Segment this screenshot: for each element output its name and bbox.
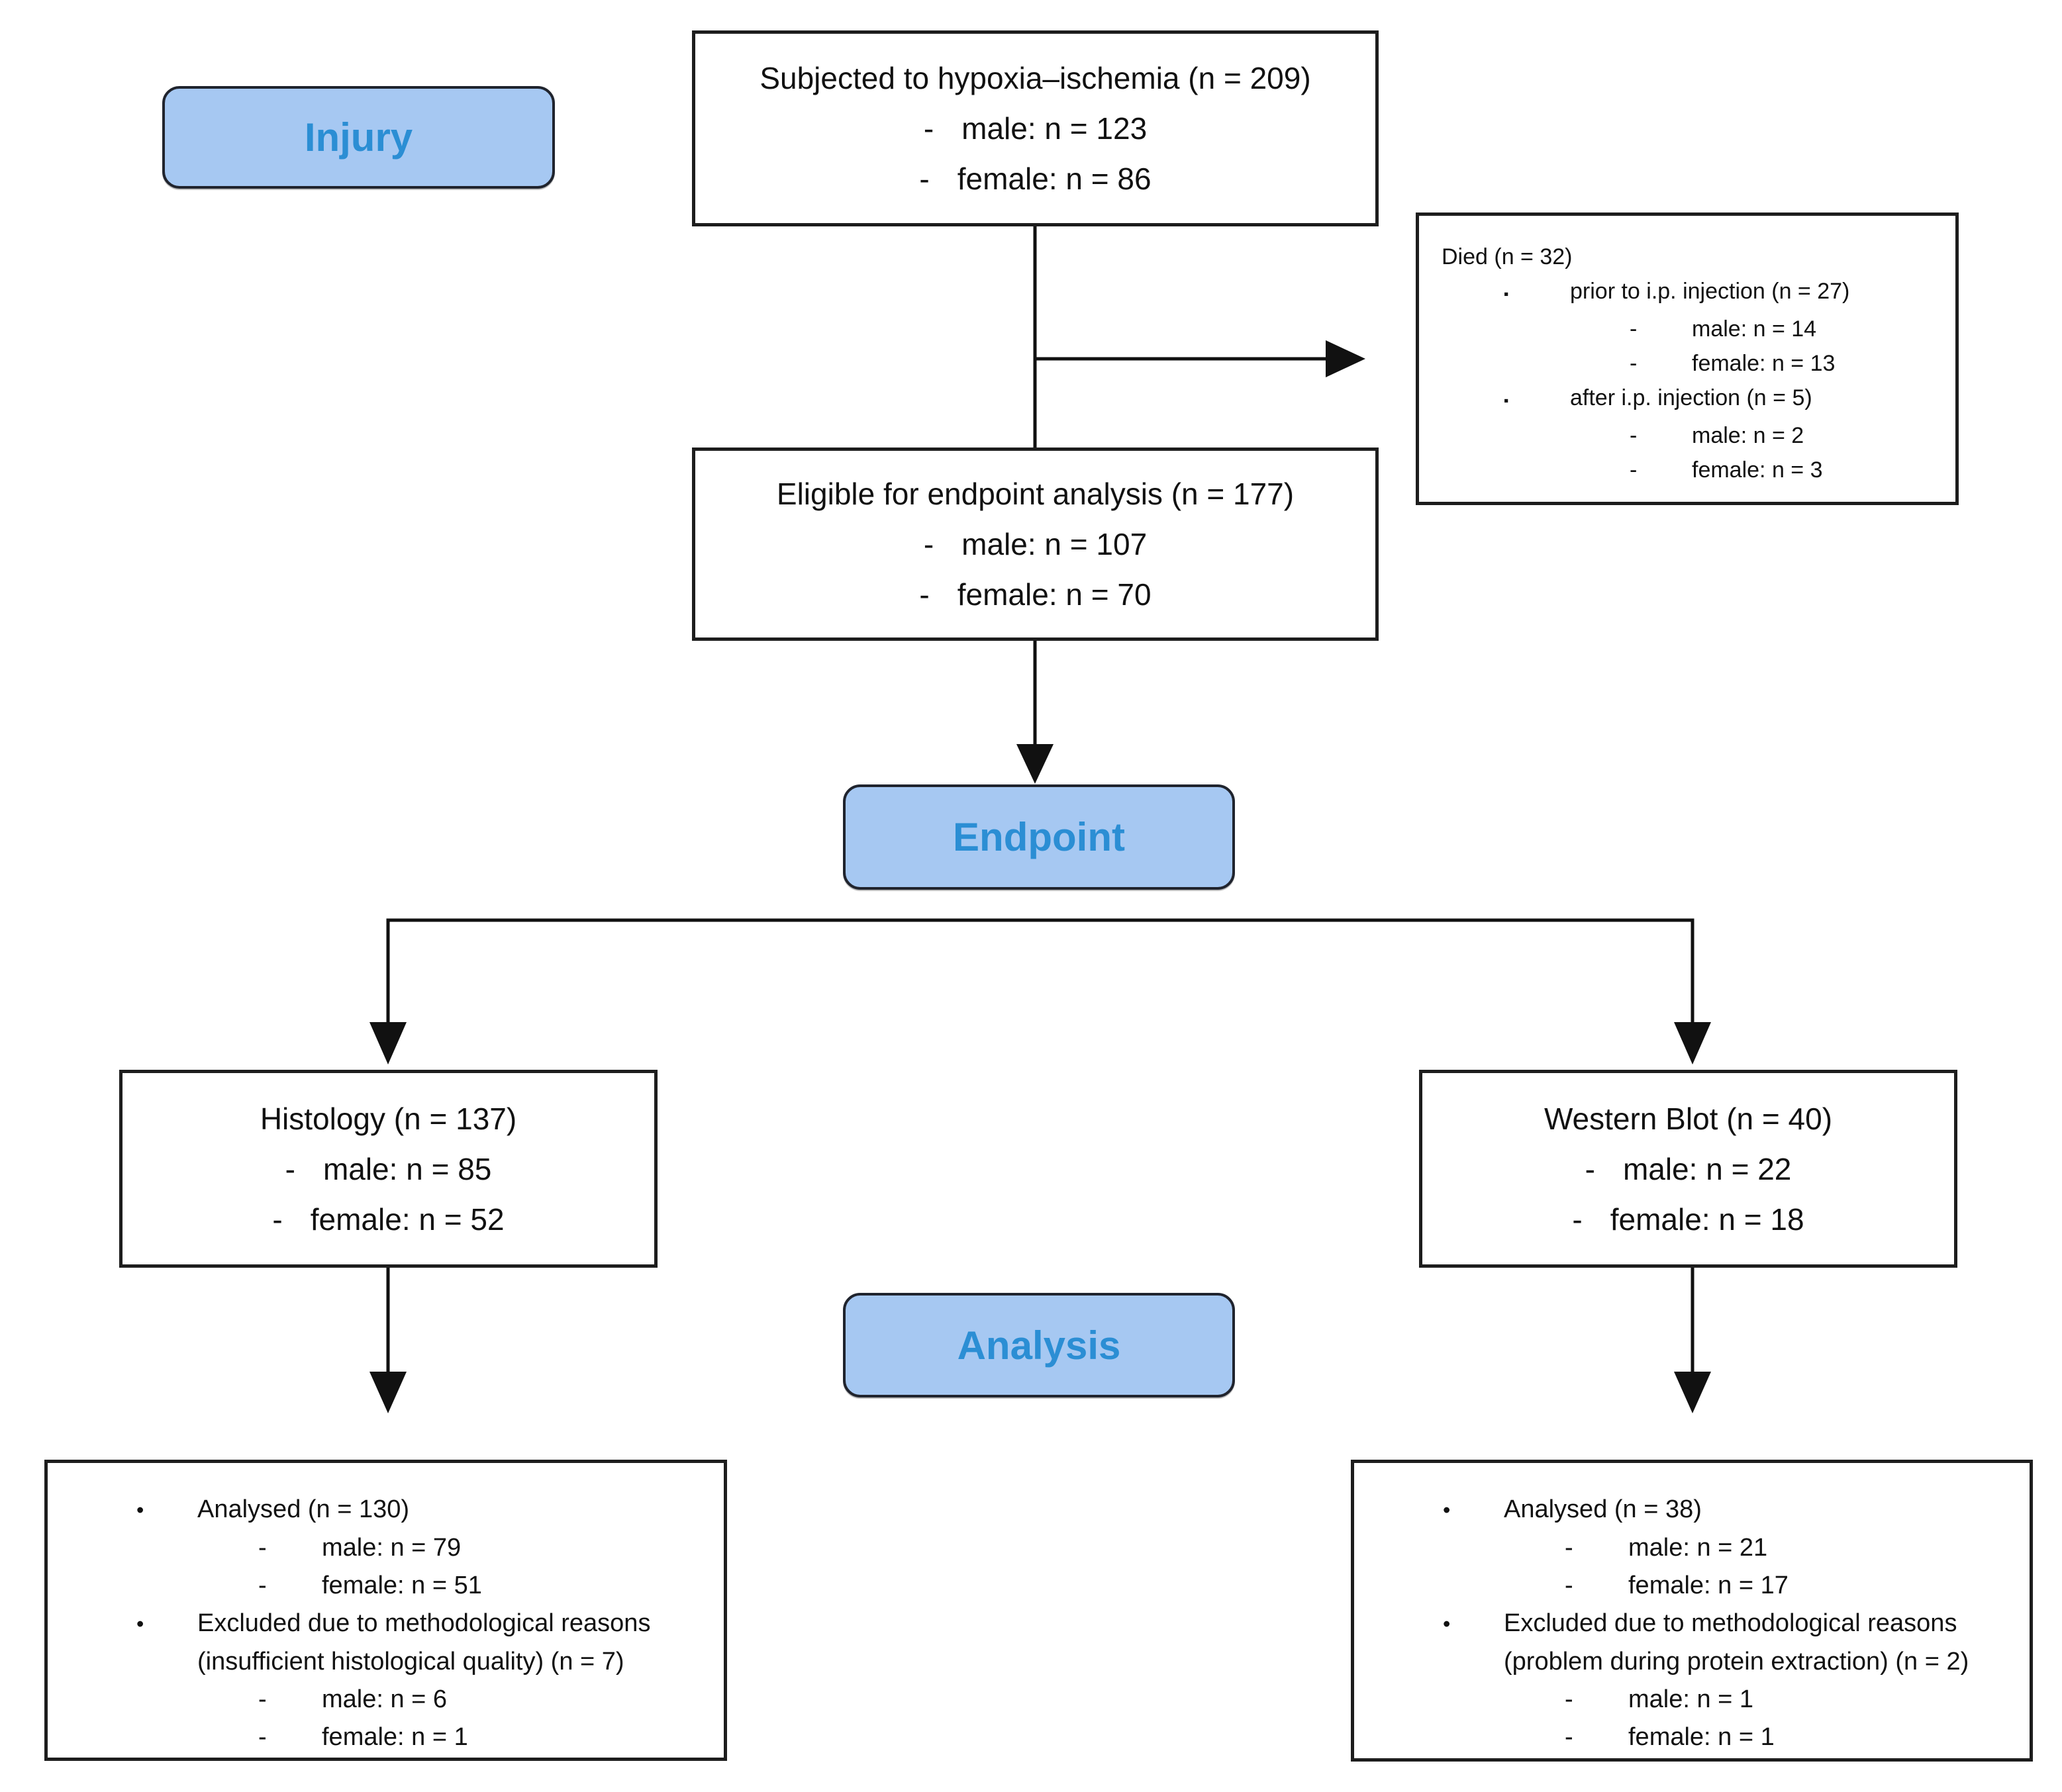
box-died-prior: ▪ prior to i.p. injection (n = 27) bbox=[1419, 274, 1955, 312]
box-subjected-male: - male: n = 123 bbox=[924, 103, 1147, 154]
dash-bullet: - bbox=[285, 1151, 295, 1186]
box-subjected-female: - female: n = 86 bbox=[919, 154, 1151, 204]
wb-excluded-reason: (problem during protein extraction) (n =… bbox=[1504, 1648, 1969, 1675]
dash-bullet: - bbox=[258, 1534, 267, 1562]
histology-analysed: • Analysed (n = 130) bbox=[48, 1491, 724, 1529]
box-subjected-title: Subjected to hypoxia–ischemia (n = 209) bbox=[760, 61, 1311, 95]
dash-bullet: - bbox=[1565, 1534, 1573, 1562]
dot-bullet: • bbox=[136, 1612, 144, 1636]
arrowhead-histology-analysis bbox=[369, 1372, 407, 1413]
histology-analysed-male: - male: n = 79 bbox=[48, 1529, 724, 1567]
box-histology-male: - male: n = 85 bbox=[285, 1144, 492, 1194]
dash-bullet: - bbox=[923, 527, 934, 561]
wb-analysed: • Analysed (n = 38) bbox=[1354, 1491, 2030, 1529]
wb-excluded-male: - male: n = 1 bbox=[1354, 1681, 2030, 1719]
histology-excluded-male: - male: n = 6 bbox=[48, 1681, 724, 1719]
dash-bullet: - bbox=[272, 1202, 283, 1237]
arrowhead-western-blot bbox=[1674, 1022, 1711, 1064]
box-subjected-male-text: male: n = 123 bbox=[961, 111, 1148, 146]
dot-bullet: • bbox=[1443, 1612, 1451, 1636]
wb-analysed-male: - male: n = 21 bbox=[1354, 1529, 2030, 1567]
stage-label-injury: Injury bbox=[162, 86, 555, 189]
arrowhead-died bbox=[1326, 340, 1365, 377]
wb-analysed-female: - female: n = 17 bbox=[1354, 1567, 2030, 1605]
stage-label-endpoint-text: Endpoint bbox=[953, 815, 1125, 859]
box-histology-title: Histology (n = 137) bbox=[260, 1101, 517, 1136]
box-eligible-male: - male: n = 107 bbox=[924, 519, 1147, 569]
stage-label-injury-text: Injury bbox=[304, 115, 413, 160]
arrowhead-endpoint bbox=[1016, 744, 1054, 784]
dash-bullet: - bbox=[1630, 316, 1638, 342]
histology-excluded-female: - female: n = 1 bbox=[48, 1719, 724, 1756]
connector-split bbox=[386, 918, 1694, 1022]
box-died-after-text: after i.p. injection (n = 5) bbox=[1570, 385, 1812, 410]
dash-bullet: - bbox=[1572, 1202, 1583, 1237]
histology-excluded: • Excluded due to methodological reasons bbox=[48, 1605, 724, 1643]
box-died: Died (n = 32) ▪ prior to i.p. injection … bbox=[1416, 212, 1959, 505]
wb-excluded-female: - female: n = 1 bbox=[1354, 1719, 2030, 1756]
box-died-after: ▪ after i.p. injection (n = 5) bbox=[1419, 381, 1955, 418]
box-subjected-female-text: female: n = 86 bbox=[957, 162, 1152, 196]
dash-bullet: - bbox=[923, 111, 934, 146]
dash-bullet: - bbox=[1565, 1723, 1573, 1751]
dash-bullet: - bbox=[258, 1723, 267, 1751]
dash-bullet: - bbox=[1565, 1572, 1573, 1599]
stage-label-endpoint: Endpoint bbox=[843, 784, 1235, 890]
box-eligible-female: - female: n = 70 bbox=[919, 569, 1151, 620]
dash-bullet: - bbox=[258, 1685, 267, 1713]
dash-bullet: - bbox=[919, 577, 930, 612]
dash-bullet: - bbox=[258, 1572, 267, 1599]
dash-bullet: - bbox=[1630, 351, 1638, 376]
histology-excluded-reason: (insufficient histological quality) (n =… bbox=[197, 1648, 624, 1675]
box-wb-analysis: • Analysed (n = 38) - male: n = 21 - fem… bbox=[1351, 1460, 2033, 1762]
box-histology-female: - female: n = 52 bbox=[272, 1194, 504, 1245]
square-bullet: ▪ bbox=[1504, 287, 1509, 302]
box-died-after-female: - female: n = 3 bbox=[1419, 453, 1955, 487]
dash-bullet: - bbox=[1630, 457, 1638, 483]
square-bullet: ▪ bbox=[1504, 393, 1509, 408]
dot-bullet: • bbox=[136, 1498, 144, 1522]
box-histology: Histology (n = 137) - male: n = 85 - fem… bbox=[119, 1070, 658, 1268]
dot-bullet: • bbox=[1443, 1498, 1451, 1522]
dash-bullet: - bbox=[919, 162, 930, 196]
box-died-prior-female: - female: n = 13 bbox=[1419, 346, 1955, 381]
box-subjected: Subjected to hypoxia–ischemia (n = 209) … bbox=[692, 30, 1379, 226]
stage-label-analysis: Analysis bbox=[843, 1293, 1235, 1397]
box-died-title: Died (n = 32) bbox=[1442, 244, 1573, 269]
dash-bullet: - bbox=[1585, 1151, 1595, 1186]
box-eligible-title: Eligible for endpoint analysis (n = 177) bbox=[776, 477, 1295, 511]
box-western-blot-female: - female: n = 18 bbox=[1572, 1194, 1804, 1245]
box-western-blot: Western Blot (n = 40) - male: n = 22 - f… bbox=[1419, 1070, 1957, 1268]
arrowhead-wb-analysis bbox=[1674, 1372, 1711, 1413]
box-western-blot-male: - male: n = 22 bbox=[1585, 1144, 1792, 1194]
dash-bullet: - bbox=[1565, 1685, 1573, 1713]
wb-excluded: • Excluded due to methodological reasons bbox=[1354, 1605, 2030, 1643]
box-eligible: Eligible for endpoint analysis (n = 177)… bbox=[692, 448, 1379, 641]
stage-label-analysis-text: Analysis bbox=[957, 1323, 1121, 1368]
dash-bullet: - bbox=[1630, 423, 1638, 448]
box-died-prior-text: prior to i.p. injection (n = 27) bbox=[1570, 279, 1850, 304]
box-histology-analysis: • Analysed (n = 130) - male: n = 79 - fe… bbox=[44, 1460, 727, 1761]
histology-analysed-female: - female: n = 51 bbox=[48, 1567, 724, 1605]
box-died-prior-male: - male: n = 14 bbox=[1419, 312, 1955, 346]
box-western-blot-title: Western Blot (n = 40) bbox=[1544, 1101, 1833, 1136]
box-died-after-male: - male: n = 2 bbox=[1419, 418, 1955, 453]
arrowhead-histology bbox=[369, 1022, 407, 1064]
